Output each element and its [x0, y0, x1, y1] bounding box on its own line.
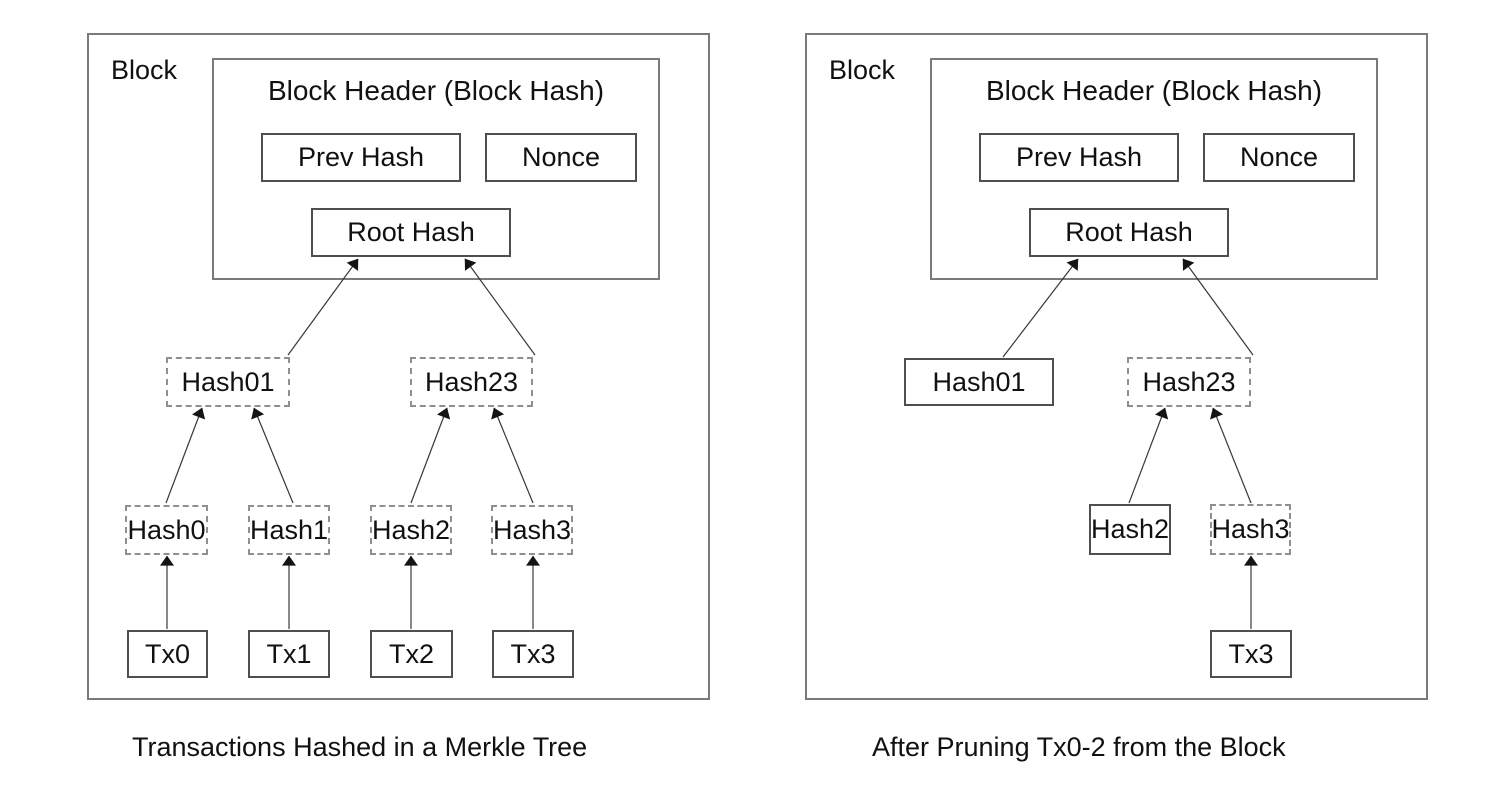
right-hash01-node: Hash01	[904, 358, 1054, 406]
right-prev-hash-node: Prev Hash	[979, 133, 1179, 182]
right-block-header-title: Block Header (Block Hash)	[985, 75, 1323, 106]
left-hash23-node: Hash23	[410, 357, 533, 407]
right-block-outer-box	[805, 33, 1428, 700]
left-block-outer-box	[87, 33, 710, 700]
left-tx3-node: Tx3	[492, 630, 574, 678]
right-block-header-box: Block Header (Block Hash)	[930, 58, 1378, 280]
left-hash2-node: Hash2	[370, 505, 452, 555]
left-tx0-node: Tx0	[127, 630, 208, 678]
left-hash01-node: Hash01	[166, 357, 290, 407]
left-tx1-node: Tx1	[248, 630, 330, 678]
left-block-label: Block	[111, 55, 178, 85]
right-hash23-node: Hash23	[1127, 357, 1251, 407]
right-root-hash-node: Root Hash	[1029, 208, 1229, 257]
left-prev-hash-node: Prev Hash	[261, 133, 461, 182]
left-hash3-node: Hash3	[491, 505, 573, 555]
left-block-header-title: Block Header (Block Hash)	[267, 75, 605, 106]
right-nonce-node: Nonce	[1203, 133, 1355, 182]
left-tx2-node: Tx2	[370, 630, 453, 678]
right-block-label: Block	[829, 55, 896, 85]
right-hash3-node: Hash3	[1210, 504, 1291, 555]
left-hash1-node: Hash1	[248, 505, 330, 555]
left-nonce-node: Nonce	[485, 133, 637, 182]
right-tx3-node: Tx3	[1210, 630, 1292, 678]
left-block-header-box: Block Header (Block Hash)	[212, 58, 660, 280]
left-hash0-node: Hash0	[125, 505, 208, 555]
left-root-hash-node: Root Hash	[311, 208, 511, 257]
right-hash2-node: Hash2	[1089, 504, 1171, 555]
right-caption: After Pruning Tx0-2 from the Block	[872, 732, 1286, 762]
left-caption: Transactions Hashed in a Merkle Tree	[132, 732, 588, 762]
